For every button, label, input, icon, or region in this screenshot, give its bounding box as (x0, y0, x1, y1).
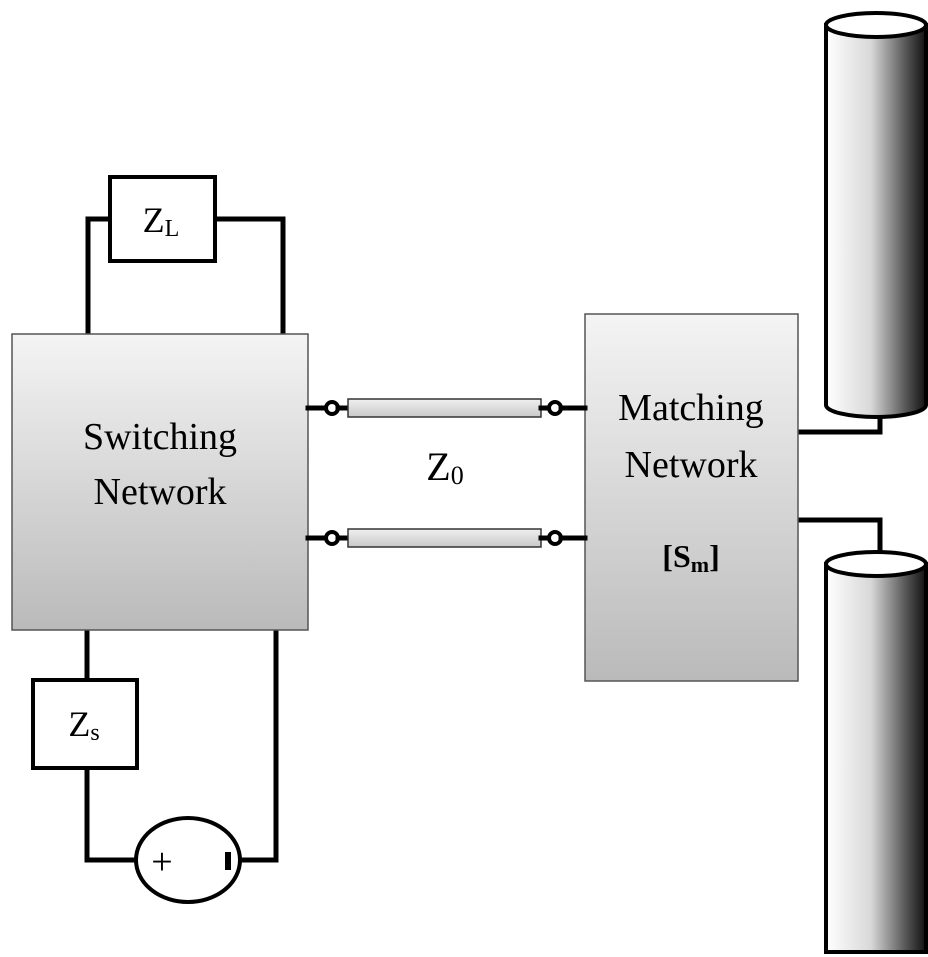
load-wires (85, 216, 286, 337)
load-impedance-label: ZL (143, 200, 180, 242)
source-minus-sign (225, 852, 231, 870)
voltage-source: + (134, 816, 242, 904)
switching-network-block: Switching Network (11, 333, 309, 631)
transmission-line-upper (305, 398, 588, 418)
scattering-matrix-label: [Sm] (662, 538, 719, 577)
switching-network-label-line1: Switching (83, 416, 237, 458)
switching-network-label-line2: Network (94, 471, 227, 513)
matching-network-label-line1: Matching (618, 387, 764, 429)
matching-network-block: Matching Network [Sm] (584, 313, 799, 682)
line-impedance-label: Z0 (426, 444, 463, 490)
matching-network-label-line2: Network (625, 444, 758, 486)
source-plus-sign: + (151, 841, 172, 883)
source-wires (84, 627, 279, 863)
antenna-feed-wires (795, 412, 883, 558)
load-impedance-box: ZL (108, 175, 217, 263)
antenna-upper (824, 11, 928, 419)
antenna-lower (824, 550, 928, 954)
transmission-line-lower (305, 528, 588, 548)
source-impedance-box: Zs (31, 678, 139, 770)
source-impedance-label: Zs (68, 704, 99, 746)
